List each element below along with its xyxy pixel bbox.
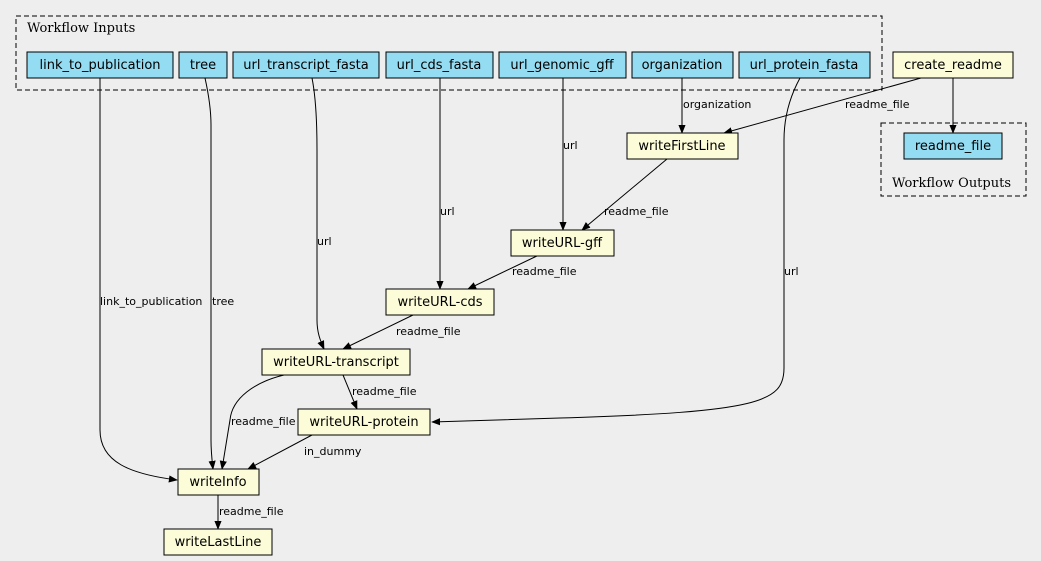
input-node-link-to-publication[interactable]: link_to_publication [26, 51, 174, 79]
input-node-url-protein-fasta[interactable]: url_protein_fasta [738, 51, 871, 79]
edge-tree-to-writeinfo: tree [204, 77, 234, 470]
edge-label-url: url [784, 265, 799, 278]
edge-writeurl-protein-to-writeinfo: in_dummy [247, 434, 362, 470]
input-node-organization[interactable]: organization [631, 51, 734, 79]
edge-label-tree: tree [212, 295, 234, 308]
node-label: writeURL-transcript [273, 355, 399, 370]
edge-label-organization: organization [683, 98, 751, 111]
edge-writeurl-cds-to-writeurl-transcript: readme_file [342, 314, 461, 350]
step-node-writeurl-transcript[interactable]: writeURL-transcript [261, 348, 411, 376]
node-label: url_transcript_fasta [243, 58, 368, 73]
edge-label-url: url [317, 235, 332, 248]
node-label: url_cds_fasta [397, 58, 482, 73]
step-node-writelastline[interactable]: writeLastLine [163, 528, 273, 556]
edge-label-readme-file: readme_file [512, 265, 577, 278]
edge-label-readme-file: readme_file [604, 205, 669, 218]
edge-label-readme-file: readme_file [219, 505, 284, 518]
edge-url-genomic-gff-to-writeurl-gff: url [559, 78, 578, 231]
output-node-readme-file[interactable]: readme_file [903, 132, 1003, 160]
input-node-url-genomic-gff[interactable]: url_genomic_gff [498, 51, 627, 79]
step-node-writeurl-cds[interactable]: writeURL-cds [385, 288, 495, 316]
node-label: writeURL-gff [522, 236, 603, 251]
edge-label-url: url [563, 139, 578, 152]
edge-label-in-dummy: in_dummy [304, 445, 362, 458]
edge-organization-to-writefirstline: organization [678, 78, 751, 134]
edge-url-transcript-fasta-to-writeurl-transcript: url [311, 77, 332, 350]
node-label: writeURL-cds [397, 295, 482, 310]
node-label: writeInfo [189, 475, 246, 490]
node-label: link_to_publication [39, 58, 160, 73]
edge-label-url: url [440, 205, 455, 218]
edge-create-readme-to-writefirstline: readme_file [723, 77, 922, 135]
node-label: writeFirstLine [638, 139, 725, 154]
edge-writeurl-gff-to-writeurl-cds: readme_file [467, 254, 577, 290]
cluster-workflow-outputs-label: Workflow Outputs [892, 176, 1011, 191]
edge-label-readme-file: readme_file [231, 415, 296, 428]
input-node-tree[interactable]: tree [178, 51, 228, 79]
node-label: organization [642, 58, 723, 73]
input-node-url-transcript-fasta[interactable]: url_transcript_fasta [232, 51, 380, 79]
node-label: url_protein_fasta [750, 58, 859, 73]
edge-url-cds-fasta-to-writeurl-cds: url [436, 78, 455, 290]
step-node-writeinfo[interactable]: writeInfo [177, 468, 260, 496]
step-node-writeurl-protein[interactable]: writeURL-protein [297, 408, 431, 436]
edge-label-readme-file: readme_file [845, 98, 910, 111]
node-label: readme_file [915, 139, 991, 154]
cluster-workflow-inputs: Workflow Inputs [15, 15, 883, 91]
edge-writeurl-transcript-to-writeinfo: readme_file [219, 374, 296, 470]
edge-label-readme-file: readme_file [396, 325, 461, 338]
node-label: writeURL-protein [309, 415, 418, 430]
edge-writeurl-transcript-to-writeurl-protein: readme_file [342, 374, 417, 410]
edge-writefirstline-to-writeurl-gff: readme_file [581, 158, 669, 231]
step-node-writeurl-gff[interactable]: writeURL-gff [510, 229, 615, 257]
cluster-workflow-inputs-label: Workflow Inputs [27, 21, 135, 36]
input-node-url-cds-fasta[interactable]: url_cds_fasta [385, 51, 494, 79]
node-label: tree [190, 58, 216, 73]
edge-label-readme-file: readme_file [352, 385, 417, 398]
edge-url-protein-fasta-to-writeurl-protein: url [431, 77, 801, 426]
node-label: url_genomic_gff [510, 58, 614, 73]
edge-link-to-publication-to-writeinfo: link_to_publication [99, 78, 202, 483]
node-label: writeLastLine [175, 535, 262, 550]
edge-label-link-to-publication: link_to_publication [100, 295, 202, 308]
edge-writeinfo-to-writelastline: readme_file [214, 495, 284, 530]
step-node-create-readme[interactable]: create_readme [892, 51, 1014, 79]
step-node-writefirstline[interactable]: writeFirstLine [626, 132, 739, 160]
node-label: create_readme [904, 58, 1002, 73]
